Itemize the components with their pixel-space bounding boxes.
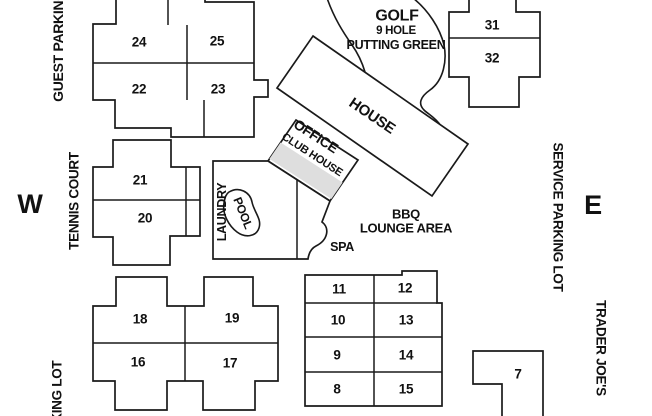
unit-label-19: 19 (225, 311, 239, 326)
unit-label-24: 24 (132, 35, 147, 50)
bbq-label-line2: LOUNGE AREA (360, 221, 453, 236)
unit-label-12: 12 (398, 281, 412, 296)
pool-shape (222, 188, 261, 237)
building-cluster-16-19-dividers (93, 306, 278, 381)
parking-lot-label: PARKING LOT (50, 360, 65, 416)
tennis-court-label: TENNIS COURT (67, 151, 82, 250)
guest-parking-label: GUEST PARKING (50, 0, 66, 102)
unit-label-7: 7 (514, 367, 521, 382)
building-cluster-20-21 (92, 139, 201, 266)
compass-east-label: E (584, 190, 602, 220)
golf-subtitle-2: PUTTING GREEN (347, 38, 446, 52)
building-cluster-31-32 (448, 0, 541, 108)
building-cluster-22-25-dividers (93, 0, 254, 137)
unit-label-8: 8 (333, 382, 341, 397)
unit-label-17: 17 (223, 356, 237, 371)
golf-label: GOLF (375, 8, 419, 25)
unit-label-14: 14 (399, 348, 414, 363)
unit-label-11: 11 (332, 282, 346, 297)
building-cluster-22-25 (92, 0, 269, 138)
unit-label-21: 21 (133, 173, 148, 188)
service-parking-lot-label: SERVICE PARKING LOT (551, 142, 566, 292)
golf-green-boundary-right (414, 0, 446, 127)
spa-label: SPA (330, 240, 354, 254)
unit-label-22: 22 (132, 82, 146, 97)
clubhouse-shaded-band (269, 142, 343, 199)
unit-label-15: 15 (399, 382, 414, 397)
golf-subtitle-1: 9 HOLE (376, 25, 416, 37)
unit-label-23: 23 (211, 82, 226, 97)
trader-joes-label: TRADER JOE'S (594, 300, 609, 396)
unit-label-18: 18 (133, 312, 148, 327)
unit-label-31: 31 (485, 18, 500, 33)
building-grid-8-15-dividers (305, 275, 442, 406)
laundry-label: LAUNDRY (215, 182, 229, 242)
unit-label-10: 10 (331, 313, 345, 328)
compass-west-label: W (17, 189, 43, 219)
unit-label-32: 32 (485, 51, 499, 66)
building-7 (472, 350, 544, 416)
bbq-label-line1: BBQ (392, 207, 420, 222)
unit-label-9: 9 (333, 348, 340, 363)
building-cluster-20-21-dividers (93, 167, 200, 236)
golf-green-boundary-left (326, 0, 366, 73)
unit-label-25: 25 (210, 34, 225, 49)
unit-label-16: 16 (131, 355, 146, 370)
unit-label-20: 20 (138, 211, 152, 226)
house-shape (275, 34, 470, 198)
unit-label-13: 13 (399, 313, 414, 328)
